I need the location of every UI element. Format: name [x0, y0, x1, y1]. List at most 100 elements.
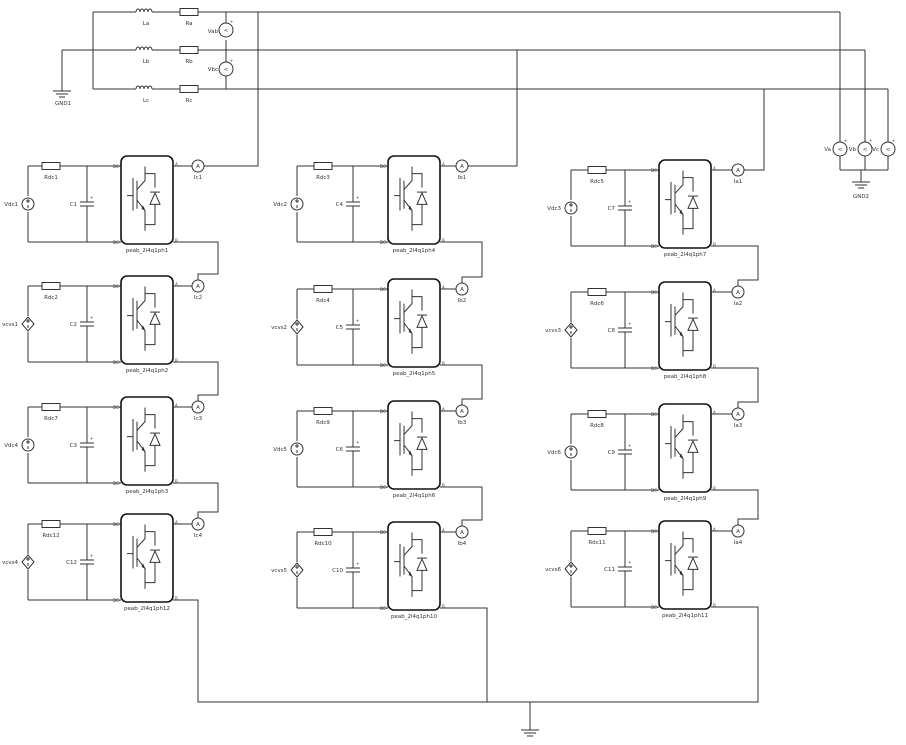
pin-a-1-2: A — [442, 407, 445, 412]
dc-resistor-label-2-3: Rdc11 — [588, 540, 605, 546]
igbt-module-2-0 — [658, 159, 712, 249]
capacitor-plates — [80, 166, 94, 242]
capacitor-plates — [80, 524, 94, 600]
plus-sign: + — [356, 318, 359, 323]
igbt-gate — [394, 301, 401, 334]
load-meter-icon-0: <+ — [832, 138, 848, 157]
pin-dcm-1-3: DC- — [380, 606, 388, 611]
igbt-arrow — [408, 450, 413, 457]
module-name-2-0: peab_2l4q1ph7 — [664, 252, 707, 258]
pin-b-2-3: B — [713, 603, 716, 608]
diode-triangle — [149, 549, 161, 563]
pin-dcm-1-2: DC- — [380, 485, 388, 490]
dc-resistor-1-1 — [313, 285, 333, 293]
igbt-arrow — [408, 205, 413, 212]
ammeter-label-2-0: Ia1 — [734, 179, 743, 185]
diode-wire — [683, 299, 694, 352]
ammeter-icon-0-3: A — [191, 517, 205, 531]
dc-link-wire-1-2 — [296, 410, 388, 488]
igbt-gate — [127, 298, 134, 331]
source-circle — [21, 197, 35, 211]
vbc-label: Vbc — [208, 67, 218, 73]
dc-link-wire-1-1 — [296, 288, 388, 366]
dc-capacitor-2-3: + — [618, 531, 632, 607]
vsource-circle — [218, 22, 234, 38]
diode-triangle — [687, 439, 699, 453]
source-polarity — [26, 440, 30, 449]
meter-circle — [455, 282, 469, 296]
module-box — [658, 403, 712, 493]
plus-sign: + — [90, 553, 93, 558]
load-meter-label-0: Va — [824, 147, 831, 153]
source-diamond — [21, 554, 35, 570]
module-name-2-1: peab_2l4q1ph8 — [664, 374, 707, 380]
diode-wire — [412, 418, 423, 471]
series-link-0-2 — [173, 482, 219, 518]
plus-sign: + — [356, 561, 359, 566]
neutral-bus — [173, 599, 759, 703]
cv-source-icon-1-1 — [290, 319, 304, 335]
source-circle — [21, 438, 35, 452]
diode-triangle — [149, 432, 161, 446]
ammeter-label-2-1: Ia2 — [734, 301, 743, 307]
ammeter-icon-2-0: A — [731, 163, 745, 177]
diode-wire — [683, 421, 694, 474]
source-diamond — [290, 319, 304, 335]
meter-letter: A — [460, 409, 464, 415]
igbt-module-1-3 — [387, 521, 441, 611]
dc-capacitor-2-1: + — [618, 292, 632, 368]
module-box — [658, 520, 712, 610]
igbt-arrow — [141, 205, 146, 212]
ammeter-label-0-2: Ic3 — [194, 416, 203, 422]
dc-link-wire-0-1 — [27, 285, 121, 363]
vab-label: Vab — [208, 29, 219, 35]
meter-circle — [191, 279, 205, 293]
igbt-arrow — [679, 209, 684, 216]
grid-inductor-label-0: La — [143, 21, 149, 27]
plus-sign: + — [230, 58, 233, 63]
capacitor-plates — [346, 289, 360, 365]
diode-wire — [412, 539, 423, 592]
plus-sign: + — [628, 560, 631, 565]
vab-source-icon: <+ — [218, 19, 234, 38]
igbt-module-1-1 — [387, 278, 441, 368]
igbt-module-2-3 — [658, 520, 712, 610]
dc-capacitor-0-2: + — [80, 407, 94, 483]
igbt-gate — [127, 536, 134, 569]
dc-link-wire-0-2 — [27, 406, 121, 484]
load-meter-icon-2: <+ — [880, 138, 896, 157]
diode-triangle — [687, 556, 699, 570]
capacitor-plates — [80, 286, 94, 362]
vbc-source-icon: <+ — [218, 58, 234, 77]
source-polarity — [569, 564, 573, 573]
dc-resistor-label-0-0: Rdc1 — [44, 175, 58, 181]
load-ground-label: GND2 — [853, 194, 869, 200]
meter-circle — [731, 524, 745, 538]
dc-resistor-2-1 — [587, 288, 607, 296]
grid-resistor-label-1: Rb — [185, 59, 193, 65]
ammeter-label-1-2: Ib3 — [458, 420, 467, 426]
phase-tap-2 — [744, 89, 765, 171]
igbt-module-1-0 — [387, 155, 441, 245]
ammeter-icon-2-1: A — [731, 285, 745, 299]
dc-resistor-2-2 — [587, 410, 607, 418]
pin-b-1-3: B — [442, 604, 445, 609]
dc-resistor-label-2-0: Rdc5 — [590, 179, 604, 185]
meter-circle — [731, 285, 745, 299]
module-name-2-2: peab_2l4q1ph9 — [664, 496, 707, 502]
meter-letter: A — [460, 530, 464, 536]
pin-b-1-1: B — [442, 361, 445, 366]
igbt-gate — [127, 419, 134, 452]
series-link-1-1 — [440, 364, 483, 405]
ammeter-icon-0-2: A — [191, 400, 205, 414]
ammeter-label-1-1: Ib2 — [458, 298, 467, 304]
pin-b-2-2: B — [713, 486, 716, 491]
meter-letter: A — [196, 522, 200, 528]
plus-sign: + — [90, 315, 93, 320]
grid-ground-label: GND1 — [55, 101, 71, 107]
dc-source-label-1-0: Vdc2 — [273, 202, 287, 208]
dc-capacitor-label-2-1: C8 — [608, 328, 616, 334]
dc-source-label-2-2: Vdc6 — [547, 450, 561, 456]
series-link-2-2 — [711, 489, 759, 525]
series-link-0-0 — [173, 241, 219, 280]
